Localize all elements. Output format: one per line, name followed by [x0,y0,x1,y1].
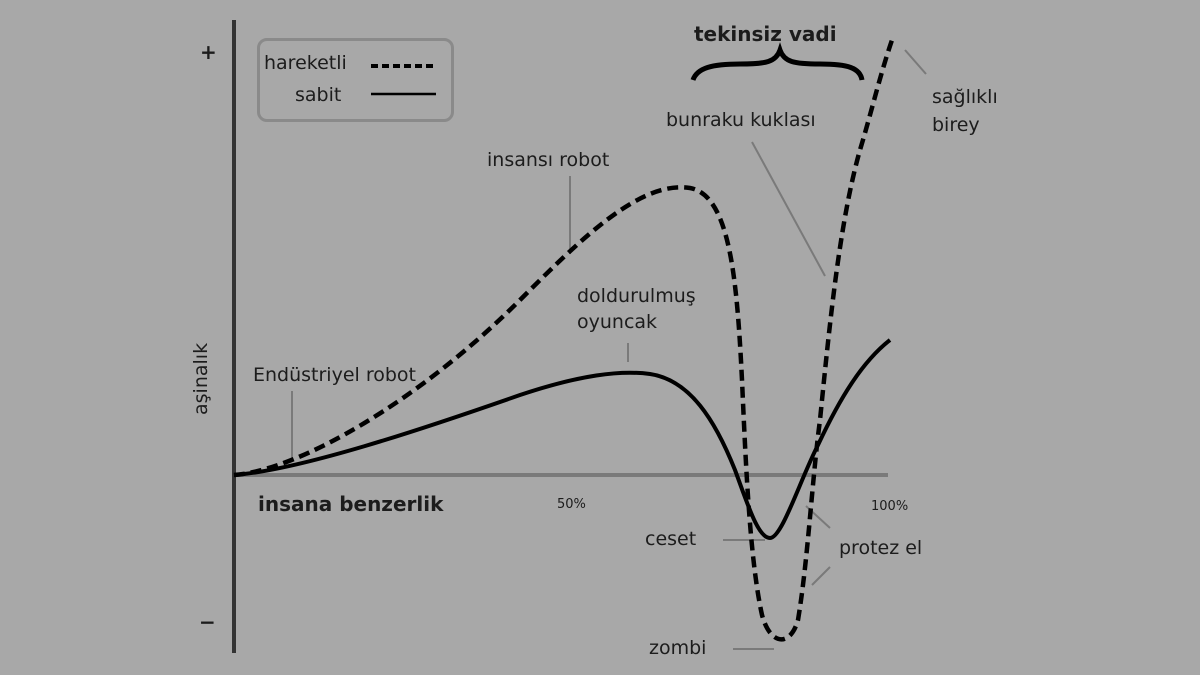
uncanny-valley-title: tekinsiz vadi [694,22,837,46]
label-industrial-robot: Endüstriyel robot [253,364,416,386]
y-axis-plus: + [200,40,217,64]
y-axis-label: aşinalık [190,342,212,415]
uncanny-valley-brace [690,42,865,82]
label-corpse: ceset [645,528,697,550]
static-curve [233,338,892,541]
label-stuffed-toy-line2: oyuncak [577,311,658,333]
label-healthy-person-line1: sağlıklı [932,86,998,108]
x-tick-100: 100% [871,499,909,514]
legend-label-moving: hareketli [264,52,347,74]
x-tick-50: 50% [557,497,586,512]
leader-lines [291,49,927,650]
x-axis-label: insana benzerlik [258,492,444,516]
label-healthy-person-line2: birey [932,114,980,136]
y-axis-minus: − [199,610,216,634]
label-prosthetic-hand: protez el [839,537,923,559]
label-zombie: zombi [649,637,707,659]
legend-label-static: sabit [295,84,342,106]
label-stuffed-toy-line1: doldurulmuş [577,285,696,307]
moving-curve [233,39,895,642]
label-humanoid-robot: insansı robot [487,149,610,171]
legend-box [257,38,454,122]
label-bunraku-puppet: bunraku kuklası [666,109,816,131]
